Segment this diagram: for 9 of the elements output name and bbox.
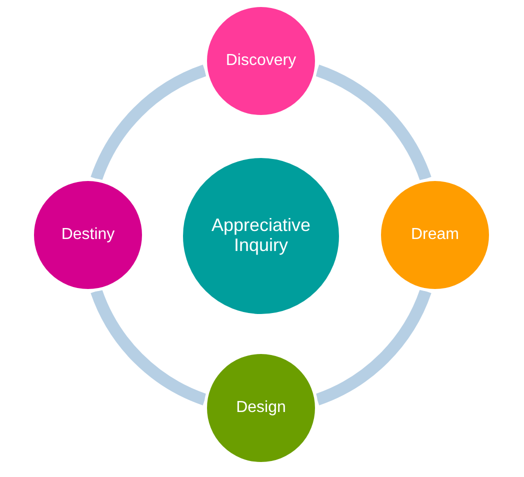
stage-label: Discovery: [226, 52, 296, 70]
connector-arc: [90, 288, 208, 406]
connector-arc: [314, 288, 432, 406]
connector-arc: [90, 64, 208, 182]
connector-arc: [314, 64, 432, 182]
stage-label: Design: [236, 399, 286, 417]
stage-label: Destiny: [61, 226, 115, 244]
stage-label: Appreciative Inquiry: [210, 216, 312, 256]
stage-label: Dream: [410, 226, 459, 244]
